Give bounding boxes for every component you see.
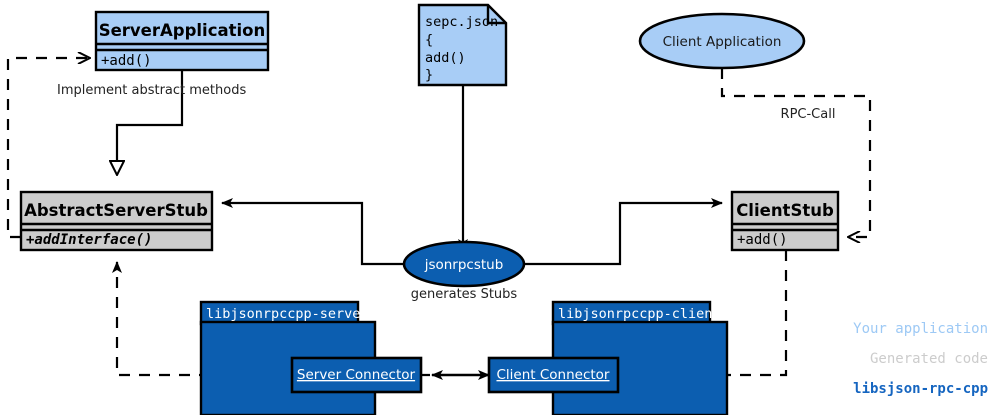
client-connector-label: Client Connector (496, 367, 609, 383)
edge-implements-abstract-server-stub (117, 70, 184, 175)
component-client-connector[interactable]: Client Connector (487, 356, 620, 394)
label-generates-stubs: generates Stubs (411, 287, 518, 302)
class-abstract-server-stub[interactable]: AbstractServerStub +addInterface() (19, 190, 214, 252)
class-name-client-stub: ClientStub (736, 201, 834, 220)
operation-server-application-add: +add() (101, 53, 152, 69)
operation-add-interface: +addInterface() (26, 232, 152, 248)
note-line-1: sepc.json (425, 14, 498, 30)
jsonrpcstub-label: jsonrpcstub (424, 257, 504, 273)
package-label-client: libjsonrpccpp-client (558, 306, 721, 322)
edge-rpc-call (720, 68, 872, 237)
ellipse-client-application[interactable]: Client Application (638, 12, 806, 70)
edge-addinterface-to-serverapplication (6, 58, 90, 239)
package-libjsonrpccpp-client: libjsonrpccpp-client (551, 300, 729, 415)
legend-your-application: Your application (853, 321, 988, 337)
edge-jsonrpcstub-to-client-stub (524, 198, 723, 266)
client-application-label: Client Application (663, 34, 782, 50)
label-implement-abstract-methods: Implement abstract methods (57, 83, 246, 98)
note-line-4: } (425, 67, 433, 83)
class-server-application[interactable]: ServerApplication +add() (94, 10, 270, 72)
note-line-2: { (425, 32, 433, 48)
legend: Your application Generated code libsjson… (853, 321, 988, 397)
ellipse-jsonrpcstub[interactable]: jsonrpcstub (402, 240, 526, 288)
component-server-connector[interactable]: Server Connector (290, 356, 423, 394)
class-name-abstract-server-stub: AbstractServerStub (24, 201, 208, 220)
server-connector-label: Server Connector (297, 367, 416, 383)
class-client-stub[interactable]: ClientStub +add() (730, 190, 840, 252)
edge-jsonrpcstub-to-abstract-server-stub (221, 198, 404, 266)
note-spec-json: sepc.json { add() } (417, 3, 508, 87)
legend-generated-code: Generated code (870, 351, 988, 367)
class-name-server-application: ServerApplication (99, 21, 266, 40)
package-label-server: libjsonrpccpp-server (206, 306, 369, 322)
operation-client-stub-add: +add() (737, 232, 788, 248)
legend-library: libsjson-rpc-cpp (853, 381, 988, 397)
note-line-3: add() (425, 50, 466, 66)
label-rpc-call: RPC-Call (781, 107, 836, 122)
